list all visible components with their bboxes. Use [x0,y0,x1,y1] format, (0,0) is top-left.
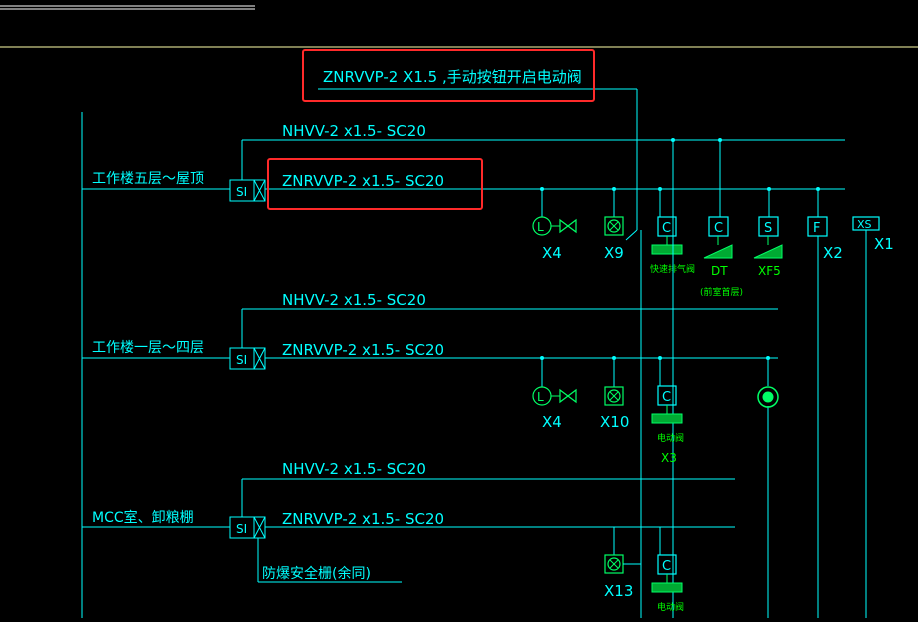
row1-xf5-label: XF5 [758,264,781,278]
row1-x4-label: X4 [542,244,562,262]
section-3-lower-cable: ZNRVVP-2 x1.5- SC20 [282,510,444,528]
lamp-icon-3 [607,557,621,571]
section-2-devices: L X4 X10 C 电动阀 X3 [532,356,779,465]
section-1-upper-cable: NHVV-2 x1.5- SC20 [282,122,426,140]
top-note-text: ZNRVVP-2 X1.5 ,手动按钮开启电动阀 [323,68,582,86]
section-2-title: 工作楼一层～四层 [92,340,204,356]
row1-dt-label: DT [711,264,728,278]
motor-valve-icon [651,413,683,424]
row2-x10-label: X10 [600,413,629,431]
row2-x4-label: X4 [542,413,562,431]
section-1-module-label: SI [236,185,247,199]
indicator-light-icon [757,386,779,408]
section-3-devices: X13 C 电动阀 [604,527,684,613]
row3-x13-label: X13 [604,582,633,600]
title-underline-marks [0,5,255,10]
section-2: 工作楼一层～四层 SI NHVV-2 x1.5- SC20 ZNRVVP-2 x… [82,291,778,370]
row1-x2-label: X2 [823,244,843,262]
row1-x1-label: X1 [874,235,894,253]
section-3-module-label: SI [236,522,247,536]
section-3-upper-cable: NHVV-2 x1.5- SC20 [282,460,426,478]
exhaust-valve-icon [651,244,683,255]
level-switch-label: L [537,220,544,234]
row2-x3-label: X3 [661,451,677,465]
section-2-upper-cable: NHVV-2 x1.5- SC20 [282,291,426,309]
section-2-module-label: SI [236,353,247,367]
vertical-risers [640,138,867,618]
row2-valve-label: 电动阀 [657,432,684,444]
top-note-highlight-box [302,49,595,102]
control-module-c-4: C [662,559,671,574]
lamp-icon-2 [607,389,621,403]
xs-terminal: XS [857,218,872,231]
valve-icon [559,218,577,234]
control-module-c-2: C [714,221,723,236]
section-1-lower-cable: ZNRVVP-2 x1.5- SC20 [282,172,444,190]
door-release-icon [703,244,733,259]
section-2-lower-cable: ZNRVVP-2 x1.5- SC20 [282,341,444,359]
section-1-cable-highlight-box [267,158,483,210]
row3-valve-label: 电动阀 [657,601,684,613]
level-switch-label-2: L [537,390,544,404]
motor-valve-icon-2 [651,582,683,593]
section-1: 工作楼五层～屋顶 SI NHVV-2 x1.5- SC20 ZNRVVP-2 x… [82,122,845,210]
section-1-title: 工作楼五层～屋顶 [92,171,204,187]
control-module-c-3: C [662,390,671,405]
section-3-title: MCC室、卸粮棚 [92,509,194,526]
control-module-c-1: C [662,221,671,236]
section-3-subnote: 防爆安全栅(余同) [262,565,371,582]
row1-dt-note: (前室首层) [700,286,743,298]
flow-switch-f: F [813,221,820,236]
row1-x9-label: X9 [604,244,624,262]
lamp-icon [607,219,621,233]
section-1-devices: L X4 X9 C 快速排气阀 C DT (前室首层) S [532,138,894,298]
control-module-s: S [764,221,772,236]
fan-icon [753,244,783,259]
top-note-group: ZNRVVP-2 X1.5 ,手动按钮开启电动阀 [302,49,638,230]
section-3: MCC室、卸粮棚 SI NHVV-2 x1.5- SC20 ZNRVVP-2 x… [82,460,735,583]
valve-icon-2 [559,388,577,404]
